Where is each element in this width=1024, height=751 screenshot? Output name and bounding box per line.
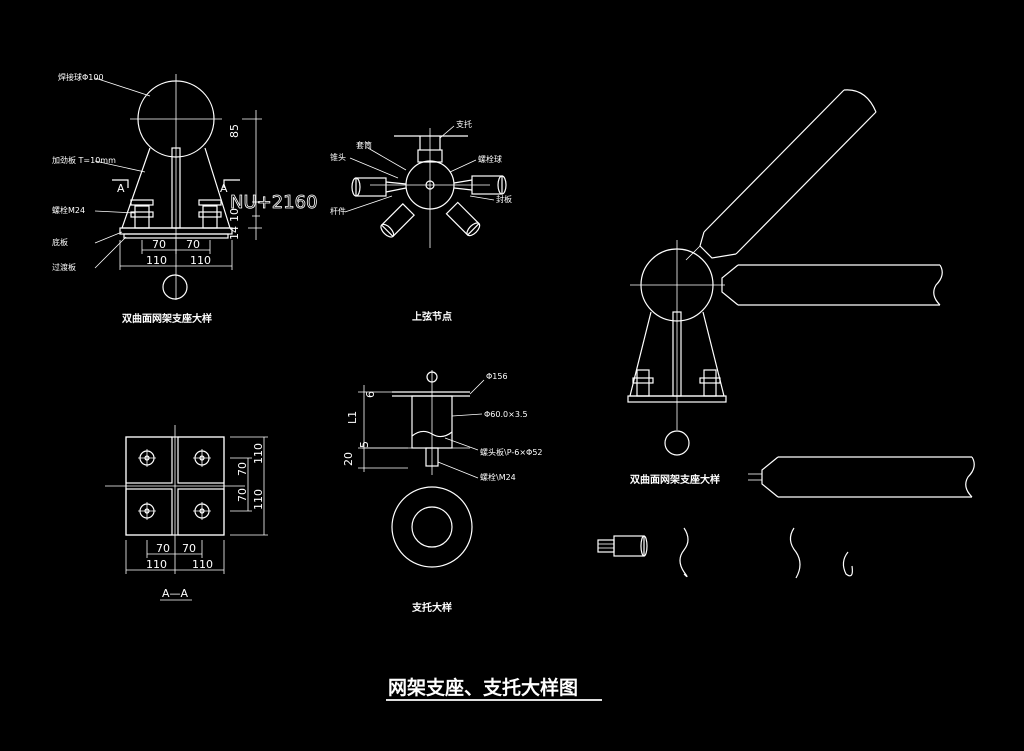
section-aa: 70 70 110 110 110 70 70 110 A—A	[105, 425, 268, 601]
label-base-plate: 底板	[52, 237, 68, 247]
foundation-circle	[162, 274, 188, 300]
label-seal: 封板	[496, 194, 512, 204]
label-weld-ball: 焊接球Φ100	[58, 72, 104, 82]
label-transition-plate: 过渡板	[52, 262, 76, 272]
section-letter-left: A	[117, 182, 125, 195]
small-bolt-part	[597, 535, 648, 557]
dim-bracket-l1: L1	[346, 411, 359, 424]
label-bracket-pipe: Φ60.0×3.5	[484, 410, 528, 419]
label-rib-plate: 加劲板 T=10mm	[52, 155, 116, 165]
dim-14: 14	[228, 226, 241, 240]
bolt-holes	[138, 449, 211, 520]
dim-bracket-6: 6	[364, 391, 377, 398]
label-bracket-plate: 螺头板\P-6×Φ52	[480, 447, 543, 457]
label-bracket-phi: Φ156	[486, 372, 508, 381]
label-bolt-ball: 螺栓球	[478, 154, 502, 164]
support-detail-right: 双曲面网架支座大样	[597, 89, 975, 579]
caption-support-right: 双曲面网架支座大样	[630, 473, 720, 486]
dim-h-70-left: 70	[156, 542, 170, 555]
bracket-plan-inner	[411, 506, 453, 548]
dim-v-70-bot: 70	[236, 488, 249, 502]
horizontal-tube	[721, 264, 943, 306]
bracket-plan-outer	[391, 486, 473, 568]
bar-left	[351, 177, 407, 197]
bolt-left	[130, 199, 154, 229]
dim-h-70-right: 70	[182, 542, 196, 555]
right-foundation-circle	[664, 430, 690, 456]
break-line-1	[679, 527, 689, 578]
dim-70-right: 70	[186, 238, 200, 251]
label-sleeve: 套筒	[356, 140, 372, 150]
section-mark-left	[112, 179, 129, 188]
label-bracket: 支托	[456, 119, 472, 129]
dim-bracket-20: 20	[342, 452, 355, 466]
dim-h-110-left: 110	[146, 558, 167, 571]
dim-110-right: 110	[190, 254, 211, 267]
label-bar: 杆件	[330, 206, 346, 216]
bolt-right	[198, 199, 222, 229]
bar-lower-right	[445, 201, 481, 237]
stamp-text: NU+2160	[230, 192, 318, 213]
label-bolt: 螺栓M24	[52, 205, 85, 215]
transition-plate	[123, 233, 229, 239]
label-bracket-bolt: 螺栓\M24	[480, 472, 516, 482]
section-mark-right	[223, 179, 240, 188]
bracket-detail: 6 L1 5 20 Φ156 Φ60.0×3.5 螺头板\P-6×Φ52 螺栓\…	[342, 370, 543, 614]
bar-right	[453, 175, 507, 195]
dim-85: 85	[228, 124, 241, 138]
bar-lower-left	[380, 203, 415, 238]
dim-70-left: 70	[152, 238, 166, 251]
dim-bracket-5: 5	[358, 441, 371, 448]
dim-v-110-bot: 110	[252, 489, 265, 510]
diagonal-tube	[685, 89, 877, 261]
title-block: 网架支座、支托大样图	[386, 676, 602, 701]
section-letter-right: A	[220, 182, 228, 195]
dim-v-70-top: 70	[236, 462, 249, 476]
break-line-3	[842, 551, 853, 577]
dim-v-110-top: 110	[252, 443, 265, 464]
upper-chord-node: 锥头 套筒 杆件 支托 螺栓球 封板 上弦节点	[330, 119, 512, 323]
dim-110-left: 110	[146, 254, 167, 267]
caption-upper-chord-node: 上弦节点	[412, 310, 452, 323]
caption-support-left: 双曲面网架支座大样	[122, 312, 212, 325]
caption-section-aa: A—A	[162, 587, 189, 600]
break-line-2	[789, 527, 801, 579]
dim-10: 10	[228, 208, 241, 222]
lower-tube	[748, 456, 975, 498]
caption-bracket-detail: 支托大样	[411, 601, 452, 614]
drawing-title: 网架支座、支托大样图	[388, 676, 578, 699]
dim-h-110-right: 110	[192, 558, 213, 571]
bolt-ball	[405, 160, 455, 210]
label-cone: 锥头	[330, 152, 346, 162]
support-detail-left: A A 85 10 14 70 70 110 110 焊接球Φ100 加劲板 T…	[52, 72, 318, 325]
